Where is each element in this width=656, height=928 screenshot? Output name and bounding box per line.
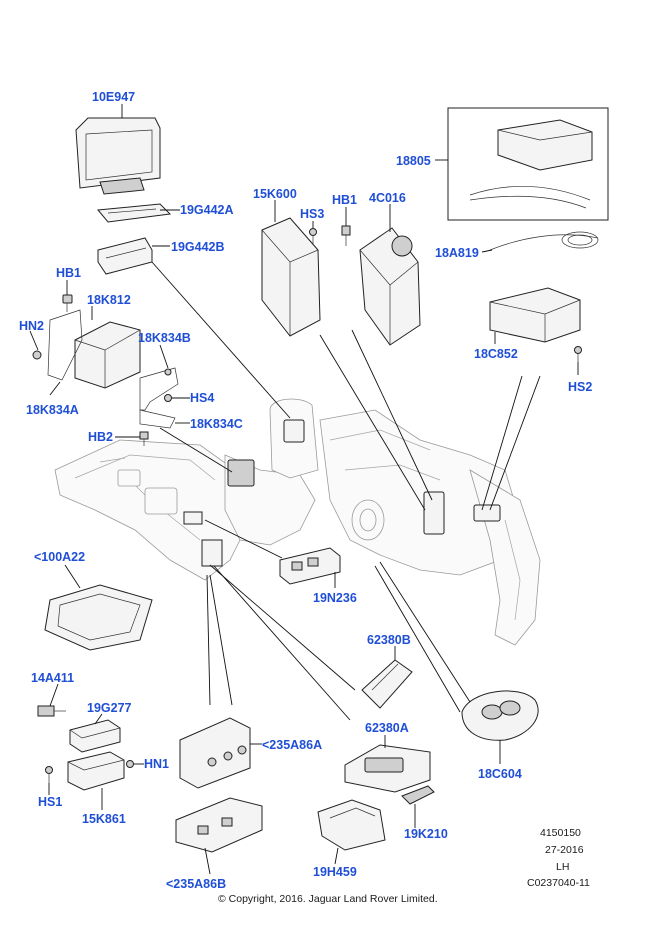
label-HB2[interactable]: HB2 — [88, 430, 113, 444]
insert-19K210[interactable] — [401, 785, 435, 805]
nut-HN1[interactable] — [126, 760, 134, 768]
label-4C016[interactable]: 4C016 — [369, 191, 406, 205]
bracket-18K834C[interactable] — [139, 409, 176, 429]
copyright-notice: © Copyright, 2016. Jaguar Land Rover Lim… — [218, 893, 438, 905]
vehicle-interior-illustration — [54, 398, 541, 646]
label-19N236[interactable]: 19N236 — [313, 591, 357, 605]
bracket-19G442A[interactable] — [97, 203, 172, 223]
bracket-18K834A[interactable] — [32, 309, 83, 381]
remote-control-62380B[interactable] — [361, 659, 413, 709]
label-HB1-mid[interactable]: HB1 — [332, 193, 357, 207]
label-100A22[interactable]: <100A22 — [34, 550, 85, 564]
module-15K600[interactable] — [261, 217, 321, 337]
label-15K861[interactable]: 15K861 — [82, 812, 126, 826]
socket-panel-235A86B[interactable] — [175, 797, 263, 853]
label-18K834B[interactable]: 18K834B — [138, 331, 191, 345]
label-HS4[interactable]: HS4 — [190, 391, 214, 405]
socket-panel-235A86A[interactable] — [179, 717, 251, 789]
label-235A86A[interactable]: <235A86A — [262, 738, 322, 752]
label-18A819[interactable]: 18A819 — [435, 246, 479, 260]
screw-HS2[interactable] — [574, 346, 582, 363]
module-15K861[interactable] — [67, 751, 125, 791]
screw-HS1[interactable] — [45, 766, 53, 784]
bolt-HB1-mid[interactable] — [341, 225, 351, 246]
label-19G277[interactable]: 19G277 — [87, 701, 132, 715]
module-19G277[interactable] — [69, 719, 121, 753]
label-HB1-left[interactable]: HB1 — [56, 266, 81, 280]
housing-62380A[interactable] — [344, 744, 431, 793]
screw-HS4[interactable] — [164, 394, 172, 402]
label-14A411[interactable]: 14A411 — [31, 671, 74, 685]
cable-18A819[interactable] — [489, 231, 599, 251]
drawing-side: LH — [556, 861, 569, 873]
label-62380A[interactable]: 62380A — [365, 721, 409, 735]
label-HN2[interactable]: HN2 — [19, 319, 44, 333]
label-19H459[interactable]: 19H459 — [313, 865, 357, 879]
label-18C852[interactable]: 18C852 — [474, 347, 518, 361]
ref-number: 4150150 — [540, 827, 581, 839]
switch-pack-19N236[interactable] — [279, 547, 341, 585]
drawing-date: 27-2016 — [545, 844, 584, 856]
label-18C604[interactable]: 18C604 — [478, 767, 522, 781]
tray-100A22[interactable] — [44, 584, 153, 651]
label-19K210[interactable]: 19K210 — [404, 827, 448, 841]
label-HS1[interactable]: HS1 — [38, 795, 62, 809]
label-HS3[interactable]: HS3 — [300, 207, 324, 221]
cupholder-18C604[interactable] — [461, 690, 539, 741]
module-18K812[interactable] — [74, 321, 141, 389]
module-18C852[interactable] — [489, 287, 581, 343]
module-19G442B[interactable] — [97, 237, 153, 275]
label-HS2[interactable]: HS2 — [568, 380, 592, 394]
bolt-HB2[interactable] — [139, 431, 149, 446]
label-18K812[interactable]: 18K812 — [87, 293, 131, 307]
label-18805[interactable]: 18805 — [396, 154, 431, 168]
drawing-meta: 4150150 27-2016 LH C0237040-11 © Copyrig… — [218, 827, 590, 905]
label-62380B[interactable]: 62380B — [367, 633, 411, 647]
bracket-19H459[interactable] — [317, 799, 386, 851]
connector-14A411[interactable] — [37, 705, 66, 717]
drawing-code: C0237040-11 — [527, 877, 590, 889]
bracket-18K834B[interactable] — [139, 367, 179, 411]
amplifier-4C016[interactable] — [359, 227, 421, 346]
part-labels: 10E947 19G442A 19G442B HB1 18K812 HN2 18… — [19, 90, 592, 891]
label-HN1[interactable]: HN1 — [144, 757, 169, 771]
label-19G442A[interactable]: 19G442A — [180, 203, 234, 217]
label-19G442B[interactable]: 19G442B — [171, 240, 225, 254]
label-18K834A[interactable]: 18K834A — [26, 403, 79, 417]
label-18K834C[interactable]: 18K834C — [190, 417, 243, 431]
display-screen-10E947[interactable] — [75, 117, 161, 195]
module-box-18805[interactable] — [447, 107, 609, 221]
screw-HS3[interactable] — [309, 228, 317, 246]
label-10E947[interactable]: 10E947 — [92, 90, 135, 104]
label-15K600[interactable]: 15K600 — [253, 187, 297, 201]
bolt-HB1-left[interactable] — [62, 294, 73, 312]
label-235A86B[interactable]: <235A86B — [166, 877, 226, 891]
leader-lines — [29, 104, 579, 875]
